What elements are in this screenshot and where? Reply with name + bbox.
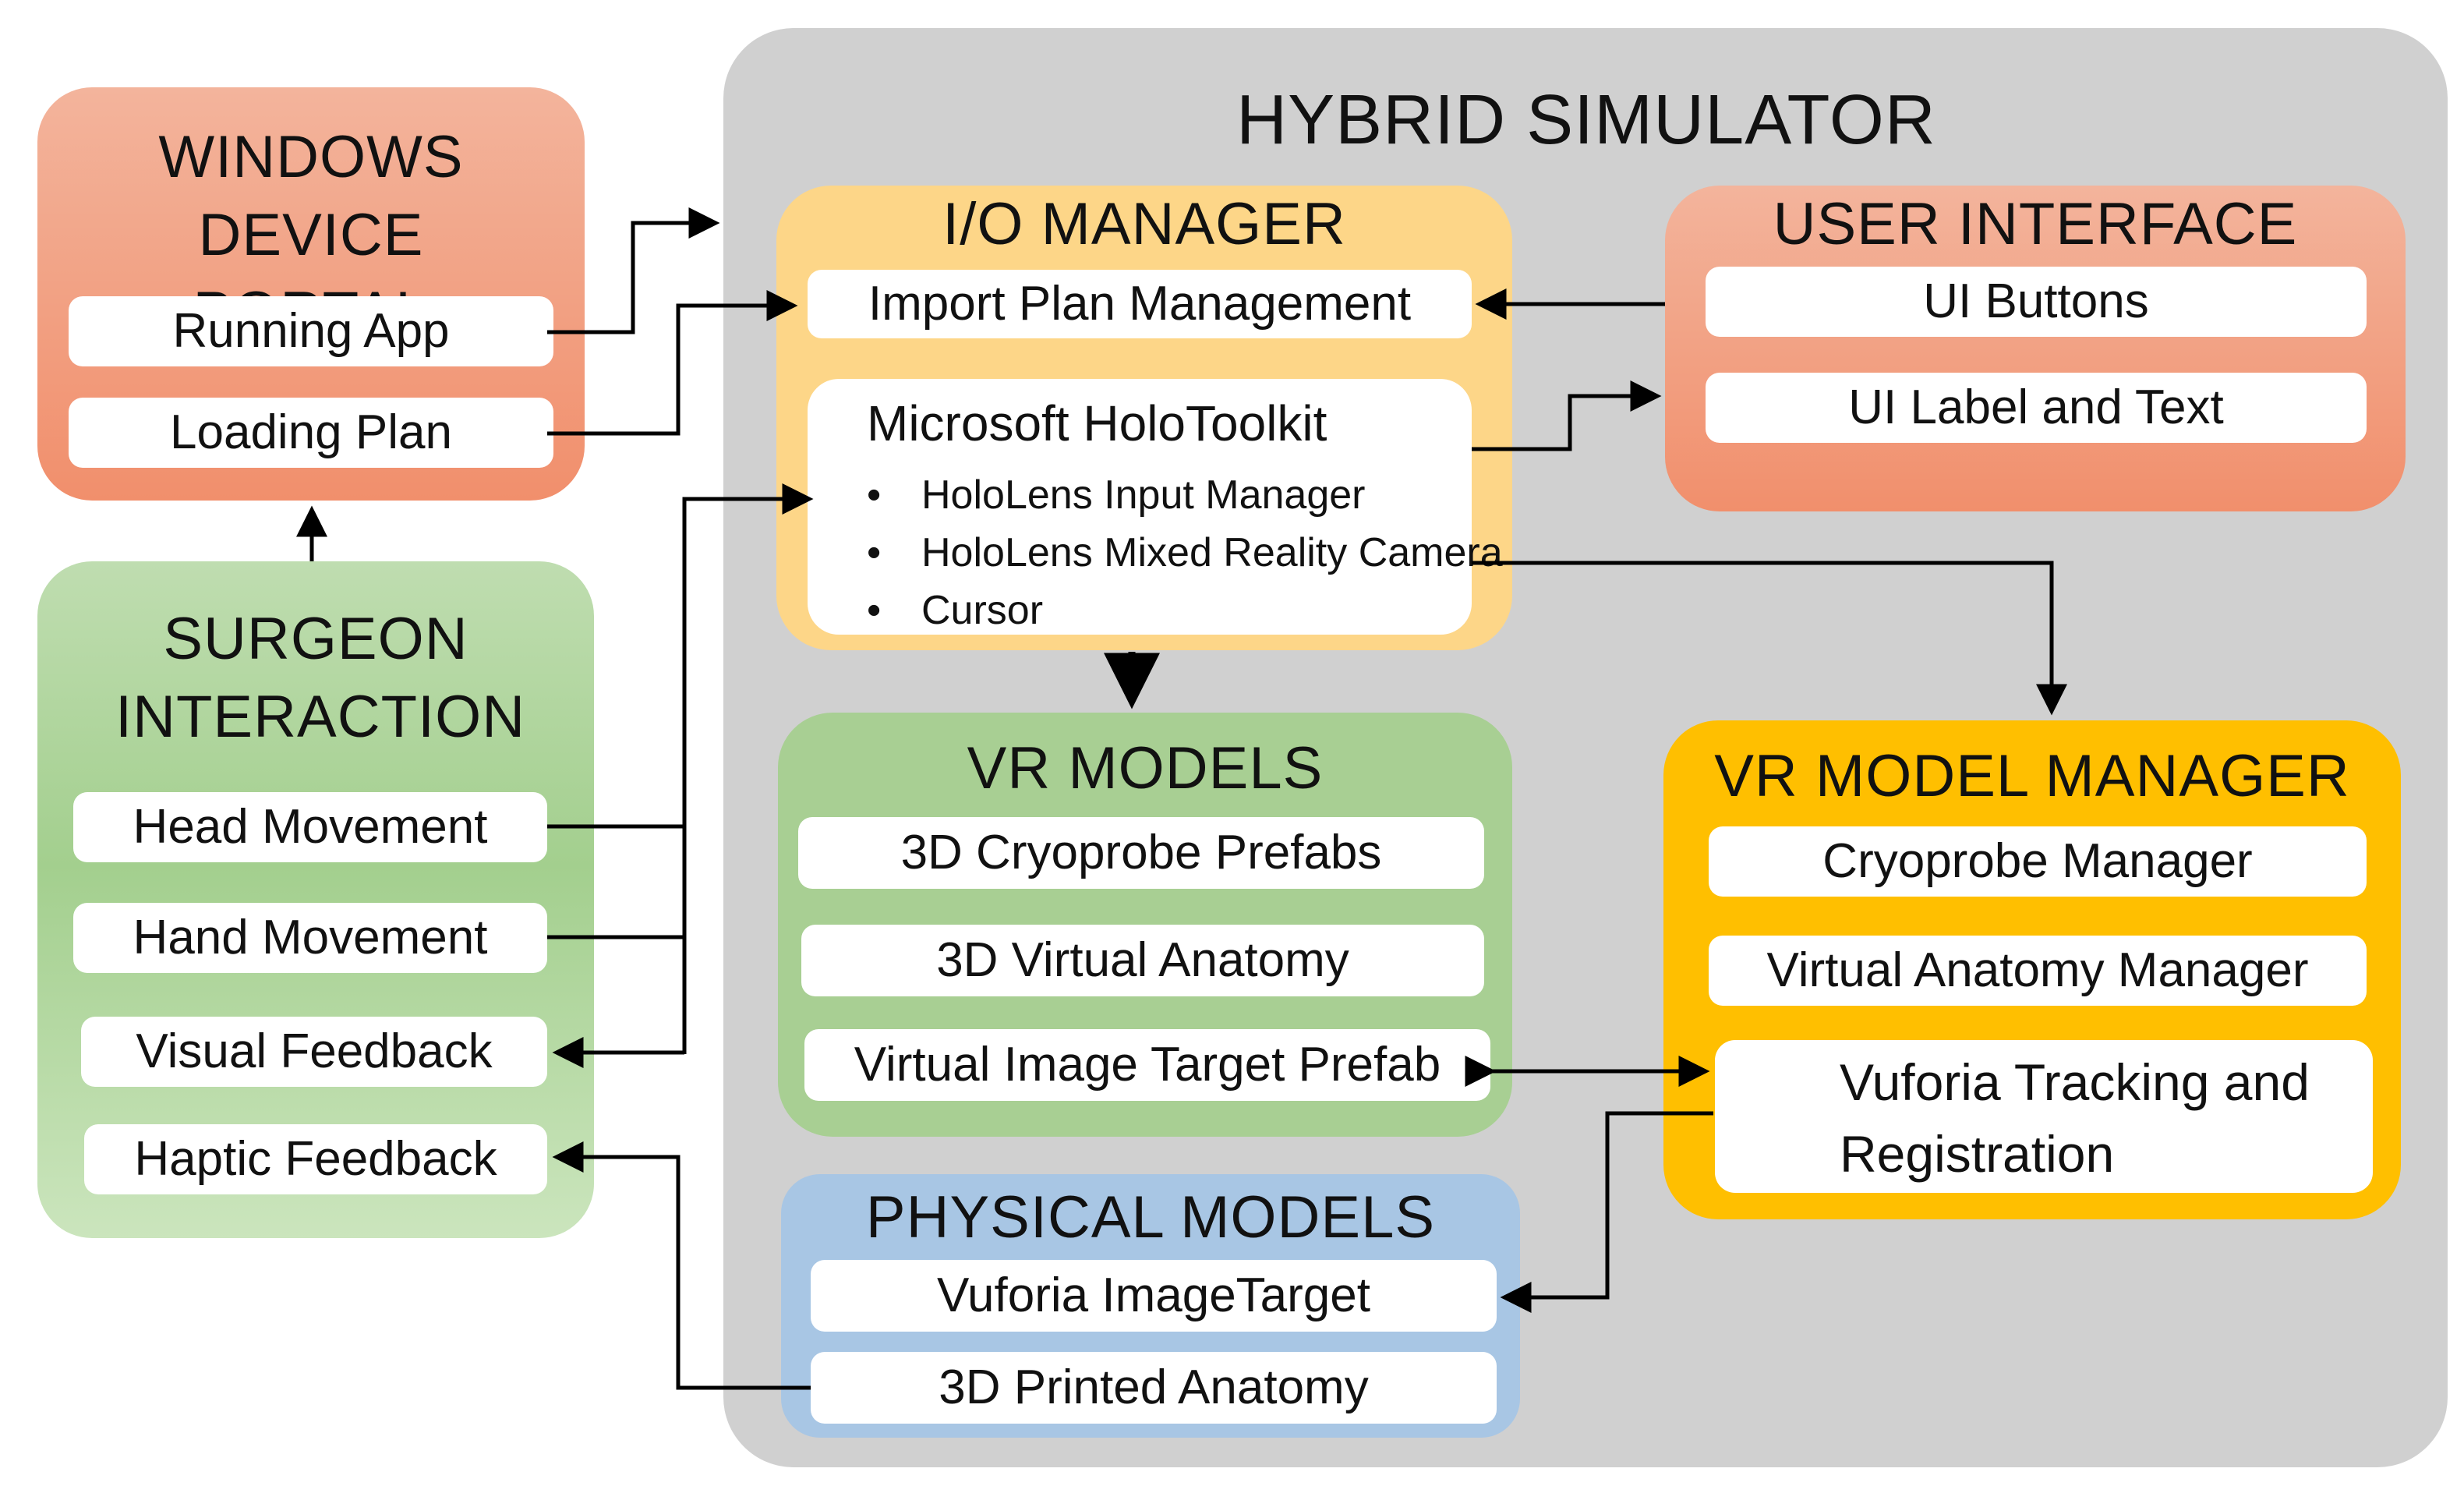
arrow-holotoolkit-to-user-interface xyxy=(1472,380,1662,451)
io-manager-panel: I/O MANAGER Import Plan Management Micro… xyxy=(776,186,1512,650)
vuforia-tracking-registration-box[interactable]: Vuforia Tracking and Registration xyxy=(1715,1040,2373,1193)
head-movement-box[interactable]: Head Movement xyxy=(73,792,547,862)
cryoprobe-manager-box[interactable]: Cryoprobe Manager xyxy=(1709,826,2367,897)
vr-models-title: VR MODELS xyxy=(967,735,1324,801)
arrow-loading-plan-to-import-plan xyxy=(547,290,798,436)
windows-device-portal-panel: WINDOWS DEVICE PORTAL Running App Loadin… xyxy=(37,87,585,501)
arrow-holotoolkit-to-vr-model-manager xyxy=(1472,561,2067,716)
loading-plan-box[interactable]: Loading Plan xyxy=(69,398,553,468)
ui-label-and-text-box[interactable]: UI Label and Text xyxy=(1706,373,2367,443)
virtual-anatomy-box[interactable]: 3D Virtual Anatomy xyxy=(801,925,1484,996)
vr-model-manager-title: VR MODEL MANAGER xyxy=(1714,743,2350,809)
user-interface-title: USER INTERFACE xyxy=(1773,191,2298,257)
printed-anatomy-box[interactable]: 3D Printed Anatomy xyxy=(811,1352,1497,1424)
bullet-cursor: Cursor xyxy=(867,582,1503,639)
vr-model-manager-panel: VR MODEL MANAGER Cryoprobe Manager Virtu… xyxy=(1663,720,2401,1219)
vuforia-imagetarget-box[interactable]: Vuforia ImageTarget xyxy=(811,1260,1497,1332)
holotoolkit-title: Microsoft HoloToolkit xyxy=(867,395,1327,451)
arrow-running-app-to-simulator xyxy=(547,207,720,334)
surgeon-interaction-title: SURGEON INTERACTION xyxy=(115,606,526,750)
visual-feedback-box[interactable]: Visual Feedback xyxy=(81,1017,547,1087)
surgeon-interaction-panel: SURGEON INTERACTION Head Movement Hand M… xyxy=(37,561,594,1238)
vuforia-tracking-line1: Vuforia Tracking and xyxy=(1840,1053,2310,1111)
arrow-movement-to-holotoolkit xyxy=(682,483,814,1054)
physical-models-title: PHYSICAL MODELS xyxy=(865,1184,1436,1251)
bullet-hololens-input-manager: HoloLens Input Manager xyxy=(867,466,1503,524)
vr-models-panel: VR MODELS 3D Cryoprobe Prefabs 3D Virtua… xyxy=(778,713,1512,1137)
ui-buttons-box[interactable]: UI Buttons xyxy=(1706,267,2367,337)
virtual-anatomy-manager-box[interactable]: Virtual Anatomy Manager xyxy=(1709,936,2367,1006)
hybrid-simulator-title: HYBRID SIMULATOR xyxy=(1236,81,1936,159)
virtual-image-target-prefab-box[interactable]: Virtual Image Target Prefab xyxy=(804,1029,1490,1101)
import-plan-management-box[interactable]: Import Plan Management xyxy=(808,270,1472,338)
running-app-box[interactable]: Running App xyxy=(69,296,553,366)
bullet-hololens-mixed-reality-camera: HoloLens Mixed Reality Camera xyxy=(867,524,1503,582)
arrow-tracking-to-imagetarget xyxy=(1500,1111,1713,1313)
arrow-printed-anatomy-to-haptic-feedback xyxy=(552,1141,811,1390)
io-manager-title: I/O MANAGER xyxy=(942,191,1346,257)
hand-movement-box[interactable]: Hand Movement xyxy=(73,903,547,973)
holotoolkit-box: Microsoft HoloToolkit HoloLens Input Man… xyxy=(808,379,1503,635)
physical-models-panel: PHYSICAL MODELS Vuforia ImageTarget 3D P… xyxy=(781,1174,1520,1438)
holotoolkit-bullet-list: HoloLens Input Manager HoloLens Mixed Re… xyxy=(867,466,1503,639)
vuforia-tracking-line2: Registration xyxy=(1840,1125,2115,1183)
cryoprobe-prefabs-box[interactable]: 3D Cryoprobe Prefabs xyxy=(798,817,1484,889)
haptic-feedback-box[interactable]: Haptic Feedback xyxy=(84,1124,547,1194)
user-interface-panel: USER INTERFACE UI Buttons UI Label and T… xyxy=(1665,186,2406,511)
